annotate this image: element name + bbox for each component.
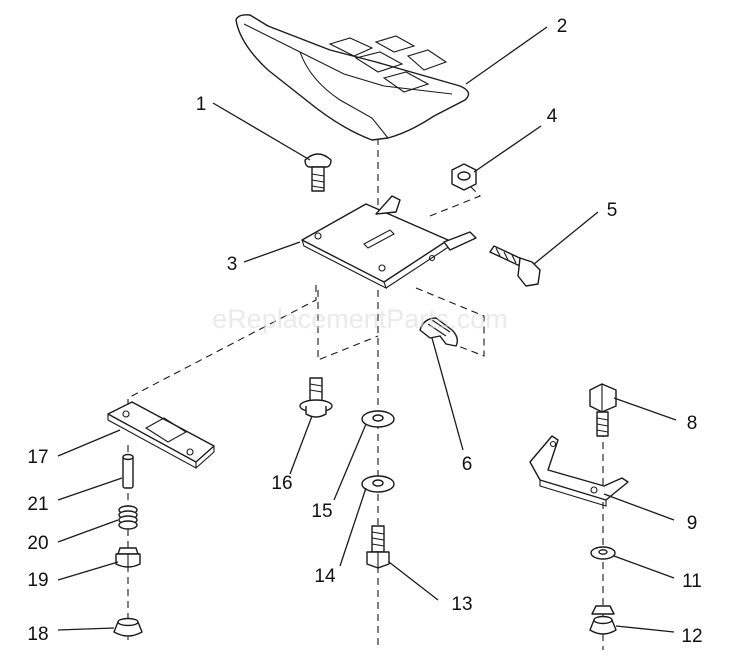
callout-14: 14	[314, 566, 336, 587]
callout-12: 12	[681, 626, 702, 647]
part-mounting-bracket	[529, 435, 629, 507]
part-pin	[122, 453, 134, 489]
callout-15: 15	[311, 501, 332, 522]
callout-18: 18	[27, 624, 48, 645]
part-knob	[115, 547, 141, 568]
part-shoulder-bolt	[489, 245, 541, 287]
callout-13: 13	[451, 594, 472, 615]
callout-19: 19	[27, 570, 48, 591]
callout-8: 8	[687, 413, 698, 434]
part-flange-bolt-16	[299, 377, 333, 418]
watermark-text: eReplacementParts.com	[212, 304, 508, 334]
callout-16: 16	[271, 473, 292, 494]
part-flange-nut-18	[113, 617, 143, 637]
part-carriage-bolt	[304, 153, 332, 192]
part-clip	[419, 317, 459, 347]
part-seat	[235, 14, 470, 141]
part-seat-plate	[301, 195, 477, 290]
part-washer-11	[590, 546, 616, 560]
part-spring	[118, 505, 138, 530]
part-flange-nut	[451, 163, 477, 191]
part-hex-bolt-8	[589, 383, 617, 437]
callout-4: 4	[547, 106, 558, 127]
callout-21: 21	[27, 494, 48, 515]
part-washer-15	[361, 410, 395, 428]
part-hex-bolt-13	[366, 525, 390, 569]
callout-numbers: 1 2 3 4 5 6 8 9 11 12 13 14 15 16 17 18 …	[27, 16, 702, 647]
callout-20: 20	[27, 533, 48, 554]
callout-2: 2	[557, 16, 568, 37]
callout-6: 6	[462, 454, 473, 475]
part-lock-nut	[589, 605, 617, 635]
leader-lines	[57, 26, 677, 633]
callout-9: 9	[687, 513, 698, 534]
callout-11: 11	[682, 571, 702, 592]
part-slide-bracket	[107, 401, 215, 469]
callout-3: 3	[227, 254, 238, 275]
part-lock-washer-14	[361, 475, 395, 493]
callout-1: 1	[196, 94, 207, 115]
callout-17: 17	[27, 447, 48, 468]
callout-5: 5	[607, 200, 618, 221]
